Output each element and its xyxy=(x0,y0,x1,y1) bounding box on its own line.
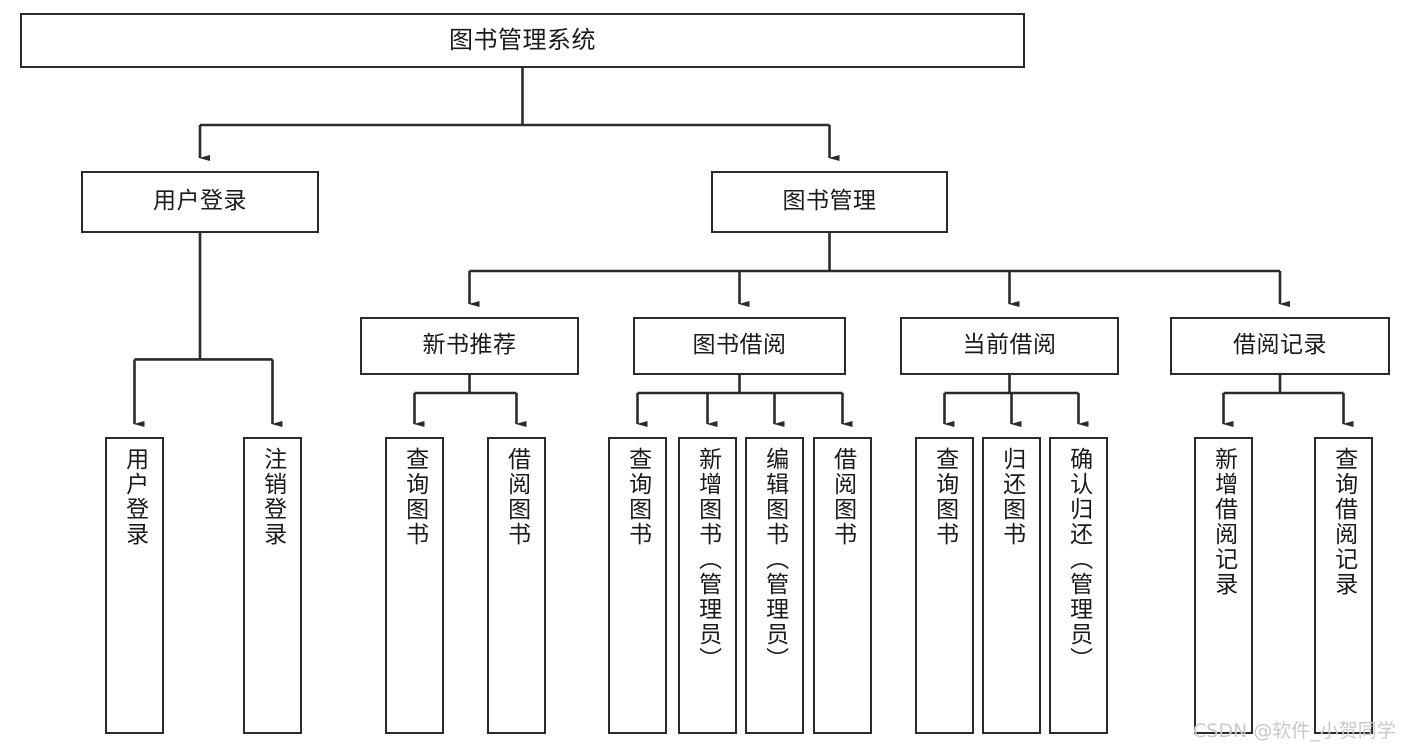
node-book-borrow-label: 图书借阅 xyxy=(692,332,787,359)
node-new-book-recommend-label: 新书推荐 xyxy=(422,332,517,359)
node-leaf-query-book-borrow[interactable]: 查询图书 xyxy=(608,437,667,734)
node-leaf-logout-login-label: 注销登录 xyxy=(259,447,286,547)
node-book-management[interactable]: 图书管理 xyxy=(711,171,948,233)
node-leaf-return-book[interactable]: 归还图书 xyxy=(982,437,1041,734)
node-user-login[interactable]: 用户登录 xyxy=(81,171,319,233)
node-leaf-confirm-return-admin[interactable]: 确认归还（管理员） xyxy=(1049,437,1108,734)
node-leaf-edit-book-admin-label: 编辑图书（管理员） xyxy=(761,447,788,672)
node-leaf-user-login-label: 用户登录 xyxy=(121,447,148,547)
node-leaf-confirm-return-admin-label: 确认归还（管理员） xyxy=(1065,447,1092,672)
node-leaf-query-book-recommend[interactable]: 查询图书 xyxy=(385,437,444,734)
node-current-borrow[interactable]: 当前借阅 xyxy=(900,317,1119,375)
node-current-borrow-label: 当前借阅 xyxy=(962,332,1057,359)
node-leaf-query-book-current[interactable]: 查询图书 xyxy=(915,437,974,734)
node-leaf-query-borrow-record[interactable]: 查询借阅记录 xyxy=(1314,437,1373,734)
node-book-borrow[interactable]: 图书借阅 xyxy=(633,317,846,375)
node-leaf-borrow-book[interactable]: 借阅图书 xyxy=(813,437,872,734)
csdn-watermark: CSDN @软件_小贺同学 xyxy=(1193,720,1396,742)
node-leaf-query-book-borrow-label: 查询图书 xyxy=(624,447,651,547)
node-leaf-query-book-current-label: 查询图书 xyxy=(931,447,958,547)
node-leaf-borrow-book-recommend[interactable]: 借阅图书 xyxy=(487,437,546,734)
node-leaf-query-borrow-record-label: 查询借阅记录 xyxy=(1330,447,1357,597)
node-new-book-recommend[interactable]: 新书推荐 xyxy=(360,317,579,375)
node-leaf-borrow-book-label: 借阅图书 xyxy=(829,447,856,547)
node-leaf-return-book-label: 归还图书 xyxy=(998,447,1025,547)
node-borrow-record[interactable]: 借阅记录 xyxy=(1170,317,1390,375)
node-user-login-label: 用户登录 xyxy=(153,188,247,215)
node-leaf-user-login[interactable]: 用户登录 xyxy=(105,437,164,734)
node-root-label: 图书管理系统 xyxy=(449,26,596,55)
node-leaf-query-book-recommend-label: 查询图书 xyxy=(401,447,428,547)
node-leaf-add-book-admin[interactable]: 新增图书（管理员） xyxy=(678,437,737,734)
node-book-management-label: 图书管理 xyxy=(782,188,877,215)
node-leaf-add-borrow-record[interactable]: 新增借阅记录 xyxy=(1194,437,1253,734)
node-leaf-add-borrow-record-label: 新增借阅记录 xyxy=(1210,447,1237,597)
node-leaf-edit-book-admin[interactable]: 编辑图书（管理员） xyxy=(745,437,804,734)
node-root[interactable]: 图书管理系统 xyxy=(20,13,1025,68)
node-leaf-borrow-book-recommend-label: 借阅图书 xyxy=(503,447,530,547)
node-leaf-add-book-admin-label: 新增图书（管理员） xyxy=(694,447,721,672)
node-leaf-logout-login[interactable]: 注销登录 xyxy=(243,437,302,734)
node-borrow-record-label: 借阅记录 xyxy=(1233,332,1327,359)
